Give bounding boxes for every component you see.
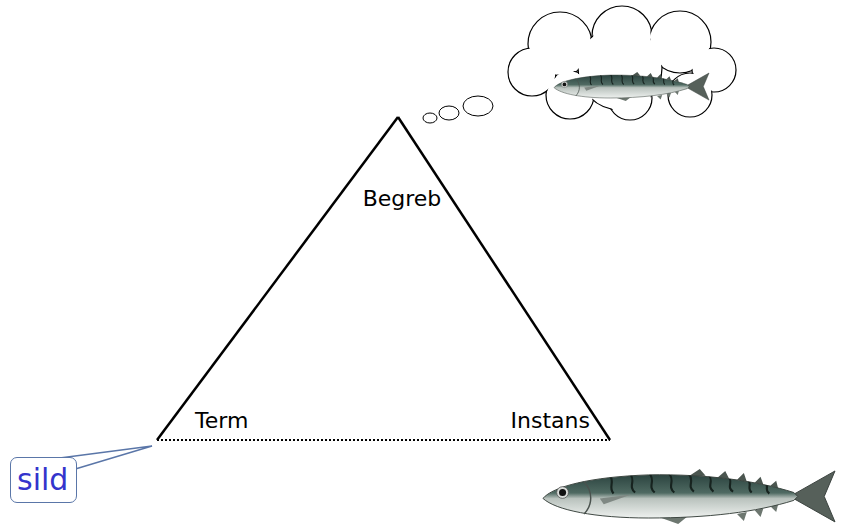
fish-thought [554, 72, 709, 101]
vertex-label: Begreb [363, 186, 442, 212]
bubble-text: sild [17, 463, 70, 496]
semiotic-triangle [157, 117, 610, 440]
thought-cloud [423, 6, 736, 123]
fish-instance [543, 469, 835, 524]
speech-bubble: sild [10, 457, 77, 503]
vertex-label: Instans [511, 408, 590, 434]
vertex-label: Term [195, 408, 248, 434]
